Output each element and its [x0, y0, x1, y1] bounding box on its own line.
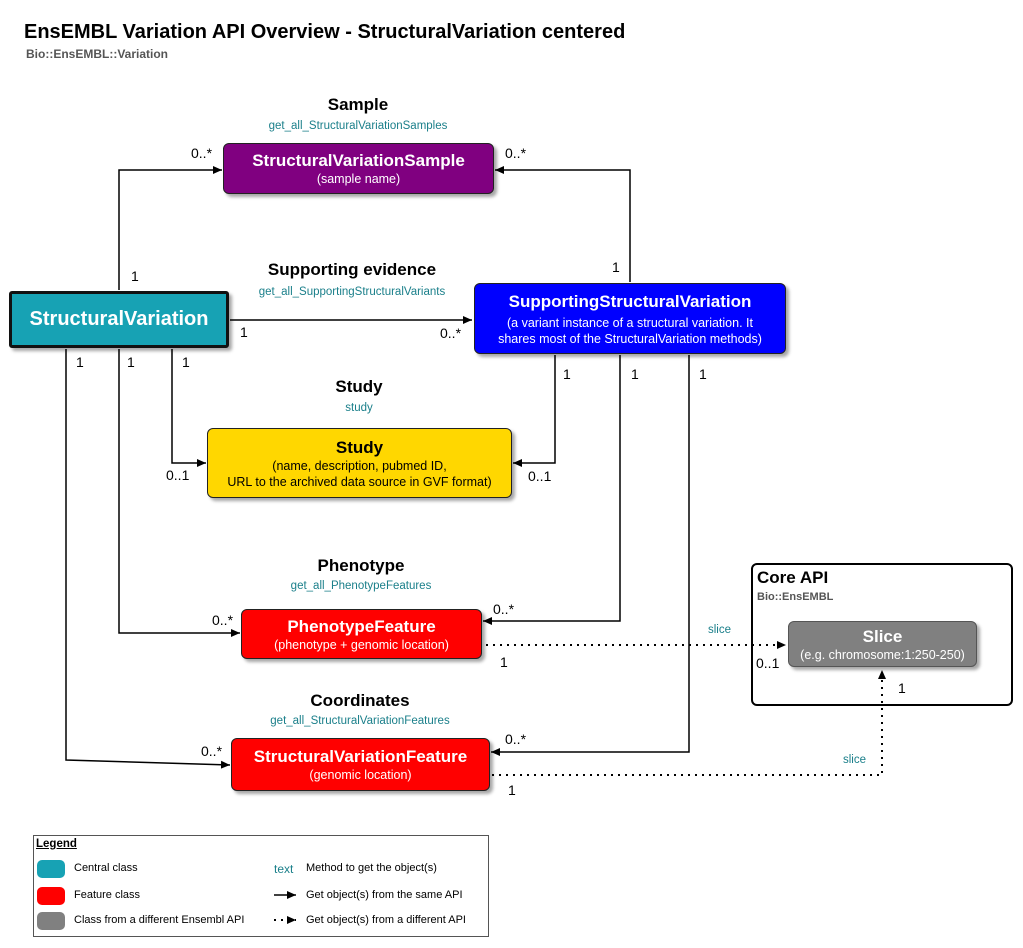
node-structural-variation-name: StructuralVariation: [29, 308, 209, 330]
mult-label: 0..*: [493, 601, 515, 617]
node-structural-variation-sample[interactable]: StructuralVariationSample (sample name): [223, 143, 494, 194]
legend: Legend Central class Feature class Class…: [33, 835, 489, 937]
mult-label: 0..*: [440, 325, 462, 341]
core-api-box: Core API Bio::EnsEMBL: [751, 563, 1013, 706]
mult-label: 1: [500, 654, 508, 670]
legend-diff-api-label: Get object(s) from a different API: [306, 914, 466, 926]
mult-label: 1: [131, 268, 139, 284]
legend-text-sample: text: [274, 862, 294, 876]
node-sample-desc: (sample name): [316, 172, 401, 186]
node-slice-name: Slice: [862, 626, 903, 646]
mult-label: 1: [182, 354, 190, 370]
mult-label: 0..1: [166, 467, 190, 483]
edge-supporting-study: [513, 355, 556, 467]
evidence-header: Supporting evidence: [267, 260, 437, 279]
node-supporting-desc-1: (a variant instance of a structural vari…: [507, 315, 753, 330]
mult-label: 1: [898, 680, 906, 696]
legend-swatch-other-api: [37, 912, 65, 930]
mult-label: 1: [563, 366, 571, 382]
edge-central-sample: [118, 166, 222, 290]
core-api-title: Core API: [757, 568, 829, 587]
node-study-desc-1: (name, description, pubmed ID,: [272, 458, 447, 473]
link-label-slice-1: slice: [708, 624, 732, 636]
legend-central-label: Central class: [74, 862, 138, 874]
edge-central-phenotype: [118, 349, 240, 637]
node-phenotype-name: PhenotypeFeature: [287, 616, 436, 636]
mult-label: 1: [631, 366, 639, 382]
node-supporting-structural-variation[interactable]: SupportingStructuralVariation (a variant…: [474, 283, 786, 354]
study-method: study: [345, 402, 373, 414]
node-svfeature-desc: (genomic location): [309, 768, 412, 782]
node-phenotype-desc: (phenotype + genomic location): [274, 637, 449, 652]
phenotype-method: get_all_PhenotypeFeatures: [290, 580, 432, 592]
legend-same-api-label: Get object(s) from the same API: [306, 889, 463, 901]
node-phenotype-feature[interactable]: PhenotypeFeature (phenotype + genomic lo…: [241, 609, 482, 659]
legend-other-api-label: Class from a different Ensembl API: [74, 914, 245, 926]
legend-swatch-feature: [37, 887, 65, 905]
coordinates-header: Coordinates: [310, 691, 410, 710]
mult-label: 1: [508, 782, 516, 798]
edge-central-svfeature: [65, 349, 231, 769]
page-title: EnsEMBL Variation API Overview - Structu…: [24, 21, 626, 43]
mult-label: 1: [699, 366, 707, 382]
node-sample-name: StructuralVariationSample: [252, 151, 465, 170]
legend-method-desc: Method to get the object(s): [306, 862, 437, 874]
study-header: Study: [335, 377, 383, 396]
node-svfeature-name: StructuralVariationFeature: [253, 747, 468, 766]
mult-label: 0..1: [528, 468, 552, 484]
node-supporting-name: SupportingStructuralVariation: [508, 291, 752, 311]
mult-label: 1: [612, 259, 620, 275]
node-study[interactable]: Study (name, description, pubmed ID, URL…: [207, 428, 512, 498]
phenotype-header: Phenotype: [317, 556, 405, 575]
legend-arrows: [274, 891, 296, 924]
mult-label: 1: [240, 324, 248, 340]
mult-label: 0..1: [756, 655, 780, 671]
legend-swatch-central: [37, 860, 65, 878]
edge-supporting-phenotype: [483, 355, 621, 625]
mult-label: 0..*: [191, 145, 213, 161]
legend-feature-label: Feature class: [74, 889, 141, 901]
page-subtitle: Bio::EnsEMBL::Variation: [26, 47, 169, 61]
node-supporting-desc-2: shares most of the StructuralVariation m…: [498, 331, 762, 346]
mult-label: 1: [76, 354, 84, 370]
sample-header: Sample: [327, 95, 389, 114]
core-api-subtitle: Bio::EnsEMBL: [757, 591, 834, 603]
node-slice-desc: (e.g. chromosome:1:250-250): [800, 647, 965, 662]
node-study-desc-2: URL to the archived data source in GVF f…: [227, 474, 492, 489]
node-slice[interactable]: Slice (e.g. chromosome:1:250-250): [788, 621, 977, 667]
edge-supporting-svfeature: [491, 355, 690, 756]
link-label-slice-2: slice: [843, 754, 867, 766]
legend-title: Legend: [36, 838, 77, 850]
node-structural-variation[interactable]: StructuralVariation: [9, 291, 229, 348]
sample-method: get_all_StructuralVariationSamples: [268, 120, 448, 132]
mult-label: 0..*: [201, 743, 223, 759]
mult-label: 0..*: [505, 731, 527, 747]
mult-label: 0..*: [212, 612, 234, 628]
evidence-method: get_all_SupportingStructuralVariants: [258, 286, 446, 298]
node-study-name: Study: [335, 437, 384, 457]
edge-supporting-sample: [495, 166, 631, 282]
mult-label: 1: [127, 354, 135, 370]
node-structural-variation-feature[interactable]: StructuralVariationFeature (genomic loca…: [231, 738, 490, 791]
coordinates-method: get_all_StructuralVariationFeatures: [270, 715, 450, 727]
edge-central-study: [171, 349, 206, 467]
mult-label: 0..*: [505, 145, 527, 161]
